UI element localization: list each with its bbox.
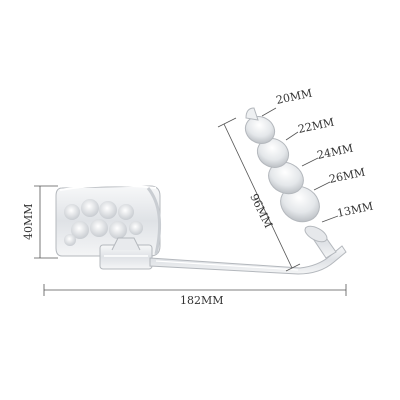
texture-nubs	[64, 199, 143, 246]
bead-3	[268, 161, 304, 195]
bead-2	[256, 138, 290, 168]
bead-stem	[244, 107, 337, 259]
label-bead-length: 96MM	[247, 192, 275, 231]
bead-1	[244, 116, 276, 144]
label-neck: 13MM	[336, 200, 374, 220]
label-bead-2: 22MM	[297, 116, 335, 136]
label-total-length: 182MM	[180, 294, 224, 307]
label-head-height: 40MM	[22, 203, 35, 240]
label-bead-1: 20MM	[275, 87, 313, 107]
dimension-lines	[34, 107, 347, 296]
label-bead-4: 26MM	[328, 166, 366, 186]
wand-head	[55, 184, 162, 270]
label-bead-3: 24MM	[316, 142, 354, 162]
handle-shaft	[149, 245, 347, 275]
bead-4	[280, 185, 320, 223]
